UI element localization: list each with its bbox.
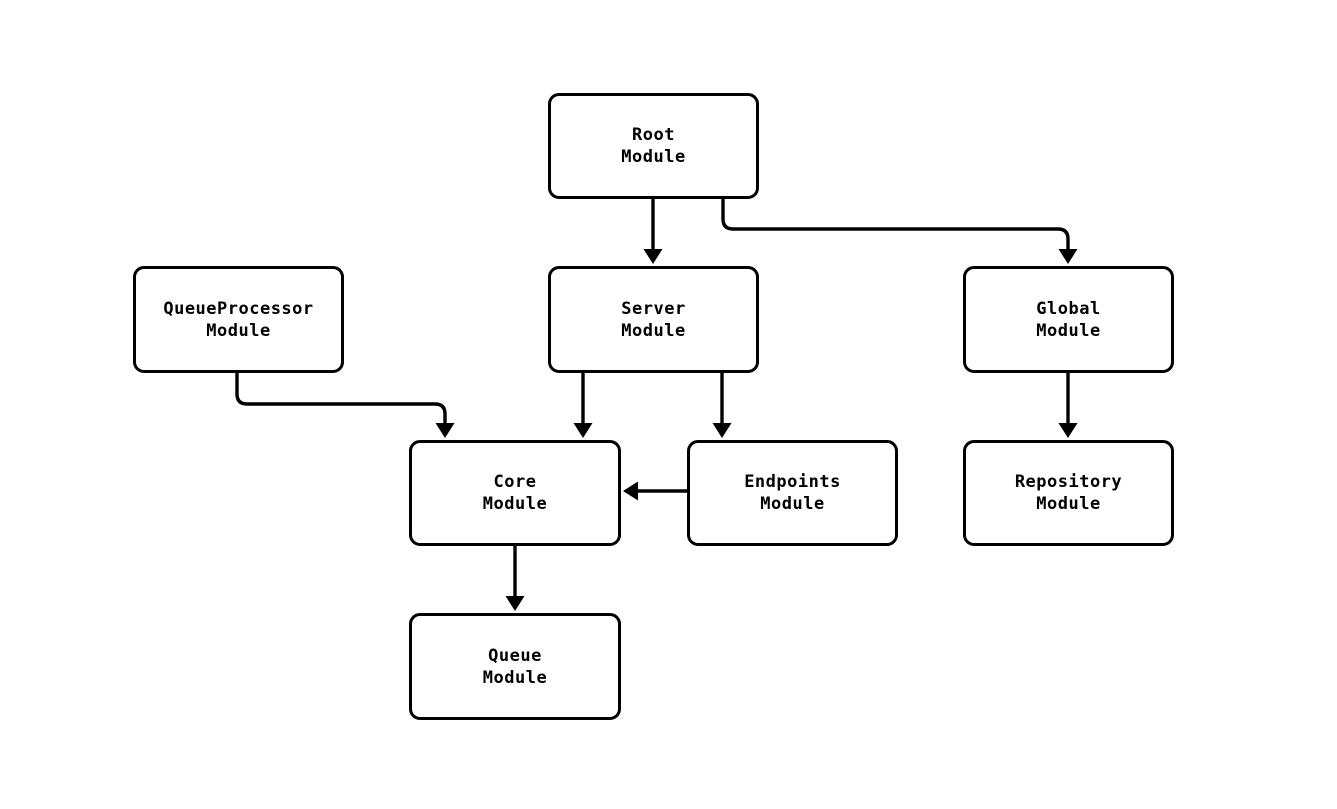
node-core-title: Core [493,472,537,492]
node-core[interactable]: Core Module [409,440,621,546]
node-global[interactable]: Global Module [963,266,1174,373]
node-repository[interactable]: Repository Module [963,440,1174,546]
node-root[interactable]: Root Module [548,93,759,199]
node-server-subtitle: Module [621,320,686,341]
edge-global-to-repository [1058,373,1078,438]
node-endpoints-title: Endpoints [744,472,841,492]
arrowhead-global-to-repository [1058,423,1078,438]
node-global-title: Global [1036,298,1101,319]
arrowhead-endpoints-to-core [623,481,638,501]
arrowhead-queueprocessor-to-core [435,423,455,438]
node-queueprocessor-subtitle: Module [206,320,271,341]
edge-endpoints-to-core [623,481,687,501]
edge-server-to-core [573,373,593,438]
node-server[interactable]: Server Module [548,266,759,373]
node-core-subtitle: Module [482,494,548,514]
arrowhead-server-to-endpoints [712,423,732,438]
arrowhead-server-to-core [573,423,593,438]
arrowhead-root-to-global [1058,249,1078,264]
arrowhead-core-to-queue [505,596,525,611]
node-endpoints[interactable]: Endpoints Module [687,440,898,546]
node-root-title: Root [632,125,675,145]
node-repository-title: Repository [1014,472,1123,492]
edge-server-to-endpoints [712,373,732,438]
node-server-title: Server [621,298,686,319]
node-global-subtitle: Module [1036,320,1101,341]
edge-root-to-global [721,199,1078,264]
node-queue-title: Queue [488,645,542,666]
node-queue-subtitle: Module [482,667,548,688]
node-queueprocessor-title: QueueProcessor [163,298,314,319]
node-root-subtitle: Module [621,147,686,167]
node-endpoints-subtitle: Module [760,494,825,514]
arrowhead-root-to-server [643,249,663,264]
node-repository-subtitle: Module [1036,494,1101,514]
node-queueprocessor[interactable]: QueueProcessor Module [133,266,344,373]
edge-queueprocessor-to-core [235,373,455,438]
edge-core-to-queue [505,546,525,611]
node-queue[interactable]: Queue Module [409,613,621,720]
edge-root-to-server [643,199,663,264]
